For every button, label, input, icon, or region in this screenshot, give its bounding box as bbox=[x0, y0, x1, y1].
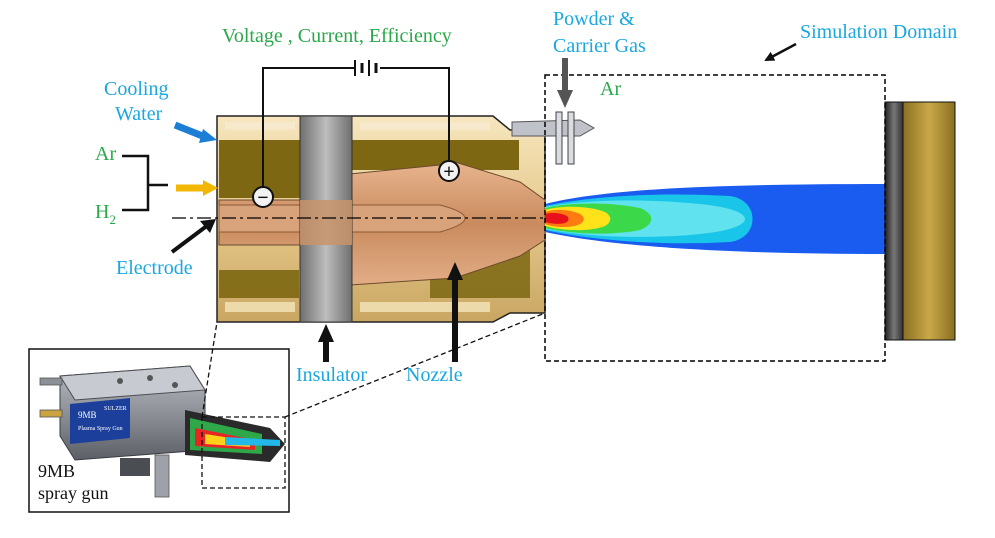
plasma-jet bbox=[545, 184, 885, 254]
inset-9mb-gun: 9MB Plasma Spray Gun SULZER 9MB spray gu… bbox=[29, 349, 289, 512]
powder-label-line1: Powder & bbox=[553, 8, 635, 30]
simulation-domain-arrow bbox=[766, 44, 796, 60]
substrate bbox=[885, 102, 955, 340]
torch-cross-section bbox=[172, 116, 560, 322]
cooling-water-arrow bbox=[175, 125, 205, 137]
gun-plate-name: Plasma Spray Gun bbox=[78, 426, 123, 432]
powder-label-line2: Carrier Gas bbox=[553, 35, 646, 57]
gun-brand: SULZER bbox=[104, 406, 127, 412]
simulation-domain-label: Simulation Domain bbox=[800, 21, 957, 43]
gun-plate-model: 9MB bbox=[78, 410, 97, 420]
electrode-label: Electrode bbox=[116, 257, 193, 279]
gun-label-name: spray gun bbox=[38, 483, 109, 503]
gun-label-model: 9MB bbox=[38, 461, 75, 481]
cooling-label-line1: Cooling bbox=[104, 78, 168, 100]
minus-sign: − bbox=[257, 187, 268, 209]
gun-plate bbox=[70, 398, 130, 444]
ar-label-right: Ar bbox=[600, 78, 621, 100]
nozzle-label: Nozzle bbox=[406, 364, 463, 386]
ar-label-left: Ar bbox=[95, 143, 116, 165]
cooling-label-line2: Water bbox=[115, 103, 163, 125]
gas-bracket bbox=[122, 156, 168, 210]
insulator-label: Insulator bbox=[296, 364, 367, 386]
electrode-arrow bbox=[172, 225, 208, 252]
voltage-label: Voltage , Current, Efficiency bbox=[222, 25, 452, 47]
gun-hose bbox=[40, 378, 62, 385]
plus-sign: + bbox=[443, 161, 454, 183]
h2-label: H2 bbox=[95, 201, 116, 227]
